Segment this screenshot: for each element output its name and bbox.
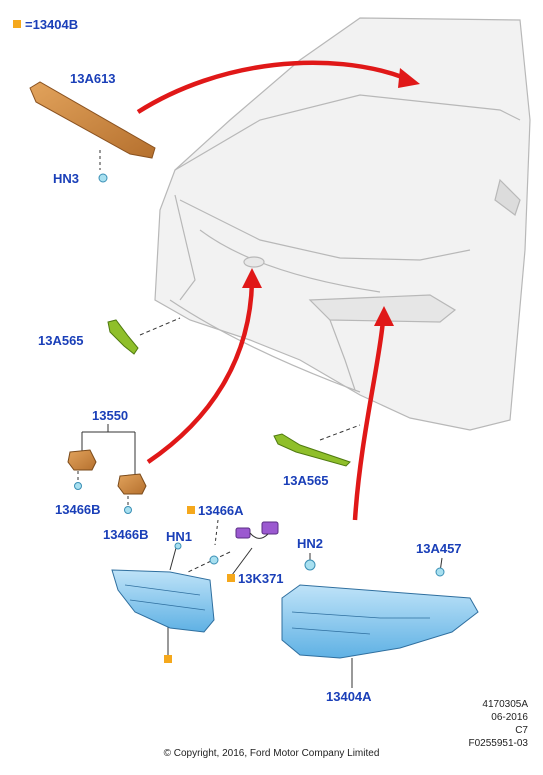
grommet-icon [435,567,445,577]
socket-right-icon [124,506,132,514]
marker-13466a-icon [187,506,195,514]
hn3-clip-icon [98,173,108,183]
label-13k371: 13K371 [238,571,284,586]
outer-tail-lamp [281,584,479,659]
marker-13k371-icon [227,574,235,582]
inner-tail-lamp [111,569,215,633]
label-13a565-left: 13A565 [38,333,84,348]
meta-line-4: F0255951-03 [468,738,529,749]
hn1-clip-icon [174,542,182,550]
harness-socket-icon [209,555,219,565]
copyright-text: © Copyright, 2016, Ford Motor Company Li… [163,748,380,759]
meta-line-1: 4170305A [482,699,528,710]
legend-part: 13404B [32,17,79,32]
label-13550: 13550 [92,408,129,423]
label-13a457: 13A457 [416,541,462,556]
bulb-right [117,473,147,495]
label-hn2: HN2 [297,536,324,551]
right-reflector [273,433,351,467]
label-13466a: 13466A [198,503,244,518]
label-13a565-right: 13A565 [283,473,329,488]
label-hn1: HN1 [166,529,193,544]
legend-equals: = [25,17,33,32]
left-reflector [107,319,139,355]
vehicle-rear-body [154,17,531,431]
label-13466b-right: 13466B [103,527,149,542]
drawing-metadata: 4170305A 06-2016 C7 F0255951-03 [469,698,529,750]
bulb-left [67,449,97,471]
label-hn3: HN3 [53,171,80,186]
red-arrow-heads [242,68,420,326]
marker-13404b-icon [164,655,172,663]
hn2-clip-icon [304,559,316,571]
wiring-harness-connectors [235,521,279,539]
leader-lines [77,150,443,688]
meta-line-3: C7 [515,725,528,736]
socket-left-icon [74,482,82,490]
meta-line-2: 06-2016 [491,712,528,723]
label-13404a: 13404A [326,689,372,704]
legend-marker-icon [13,20,21,28]
red-arrows [136,60,406,521]
high-mount-stop-lamp [29,81,156,159]
legend-text: =13404B [25,18,78,31]
label-13466b-left: 13466B [55,502,101,517]
label-13a613: 13A613 [70,71,116,86]
